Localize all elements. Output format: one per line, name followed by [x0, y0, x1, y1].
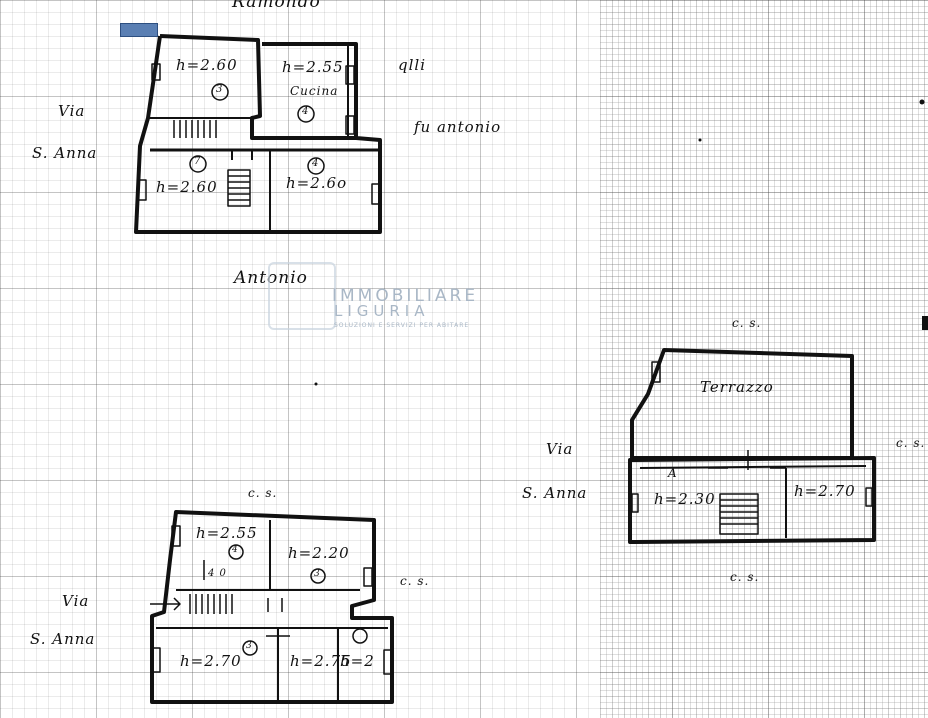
street-label-left-b: S. Anna — [522, 484, 588, 502]
watermark-tagline: SOLUZIONI E SERVIZI PER ABITARE — [334, 322, 470, 329]
cs-label: c. s. — [896, 436, 926, 450]
height-label: h=2.55 — [196, 524, 258, 542]
room-number: 3 — [216, 84, 224, 95]
room-number: 7 — [194, 156, 202, 167]
cs-label: c. s. — [400, 574, 430, 588]
room-label-kitchen: Cucina — [290, 84, 339, 98]
cs-label: c. s. — [730, 570, 760, 584]
dense-grid-area — [600, 0, 928, 718]
room-number: 4 — [232, 545, 239, 555]
street-label-right-a: qlli — [398, 56, 426, 74]
height-label: h=2 — [340, 652, 375, 670]
watermark-title: IMMOBILIARE — [332, 286, 479, 306]
owner-name-label: Antonio — [234, 268, 308, 288]
selection-highlight — [120, 23, 158, 37]
height-label: h=2.6o — [286, 174, 348, 192]
watermark-logo — [268, 262, 336, 330]
street-label-top: Ramondo — [232, 0, 321, 12]
height-label: h=2.60 — [176, 56, 238, 74]
room-number: 4 — [302, 106, 310, 117]
street-label-left-a: Via — [58, 102, 86, 120]
watermark-subtitle: LIGURIA — [334, 302, 430, 320]
small-note: 4 0 — [208, 568, 227, 579]
street-label-right-b: fu antonio — [414, 118, 502, 136]
mark-label: A — [668, 466, 678, 480]
right-floor-plan — [628, 348, 876, 544]
street-label-left-b: S. Anna — [30, 630, 96, 648]
room-number: 4 — [312, 158, 320, 169]
height-label: h=2.75 — [290, 652, 352, 670]
height-label: h=2.60 — [156, 178, 218, 196]
top-floor-plan — [134, 34, 382, 234]
street-label-left-a: Via — [62, 592, 90, 610]
bottom-floor-plan — [150, 510, 394, 704]
street-label-left-a: Via — [546, 440, 574, 458]
cs-label: c. s. — [248, 486, 278, 500]
height-label: h=2.70 — [180, 652, 242, 670]
room-number: 3 — [314, 569, 321, 579]
cs-label: c. s. — [732, 316, 762, 330]
height-label: h=2.30 — [654, 490, 716, 508]
height-label: h=2.55 — [282, 58, 344, 76]
terrace-label: Terrazzo — [700, 378, 774, 396]
height-label: h=2.20 — [288, 544, 350, 562]
height-label: h=2.70 — [794, 482, 856, 500]
street-label-left-b: S. Anna — [32, 144, 98, 162]
room-number: 3 — [246, 641, 253, 651]
